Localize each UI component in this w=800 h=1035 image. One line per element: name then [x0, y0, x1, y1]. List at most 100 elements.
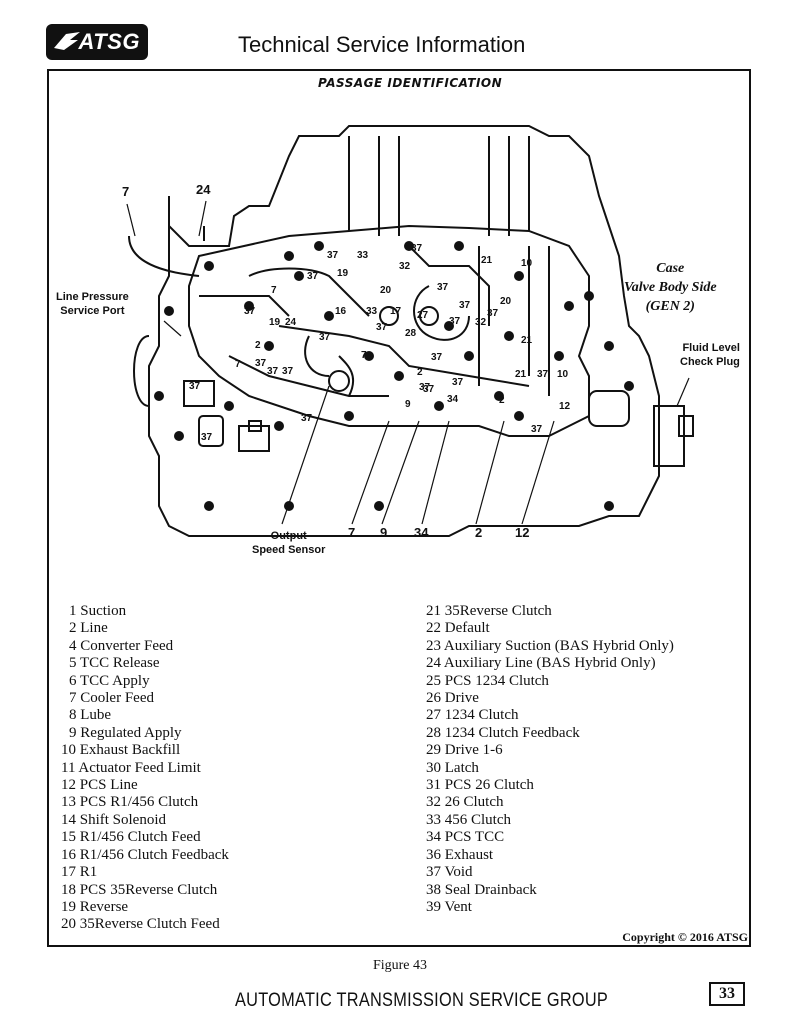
callout-number: 7: [122, 184, 130, 199]
passage-legend-left: 1 Suction 2 Line 4 Converter Feed 5 TCC …: [61, 603, 229, 934]
legend-item: 20 35Reverse Clutch Feed: [61, 916, 220, 933]
passage-label: 37: [189, 381, 201, 392]
passage-label: 37: [301, 413, 313, 424]
legend-item: 37 Void: [426, 864, 473, 881]
passage-label: 34: [447, 394, 459, 405]
legend-item: 17 R1: [61, 864, 98, 881]
legend-item: 24 Auxiliary Line (BAS Hybrid Only): [426, 655, 656, 672]
passage-label: 37: [267, 366, 279, 377]
passage-label: 21: [515, 369, 527, 380]
passage-label: 33: [357, 250, 369, 261]
passage-label: 37: [449, 316, 461, 327]
callout-number: 2: [475, 525, 483, 540]
legend-item: 4 Converter Feed: [69, 637, 174, 654]
copyright-notice: Copyright © 2016 ATSG: [622, 930, 748, 944]
passage-label: 24: [285, 317, 297, 328]
eagle-icon: [54, 32, 80, 50]
callout-number: 7: [348, 525, 356, 540]
legend-item: 34 PCS TCC: [426, 829, 505, 846]
legend-item: 36 Exhaust: [426, 846, 494, 863]
passage-label: 17: [390, 306, 402, 317]
legend-item: 9 Regulated Apply: [69, 724, 182, 741]
legend-item: 38 Seal Drainback: [426, 881, 537, 898]
legend-item: 29 Drive 1-6: [426, 742, 503, 759]
legend-item: 22 Default: [426, 620, 490, 637]
passage-label: 21: [481, 255, 493, 266]
passage-label: 37: [459, 300, 471, 311]
legend-item: 25 PCS 1234 Clutch: [426, 672, 549, 689]
legend-item: 10 Exhaust Backfill: [61, 742, 181, 759]
callout-number: 24: [196, 182, 211, 197]
passage-label: 21: [521, 335, 533, 346]
page-header-title: Technical Service Information: [238, 32, 526, 57]
legend-item: 5 TCC Release: [69, 655, 160, 672]
fluid-level-plug-label: Fluid Level Check Plug: [680, 342, 740, 368]
legend-item: 2 Line: [69, 620, 108, 637]
callout-number: 12: [515, 525, 530, 540]
legend-item: 21 35Reverse Clutch: [426, 603, 552, 619]
legend-item: 12 PCS Line: [61, 777, 138, 794]
passage-label: 7: [271, 285, 277, 296]
passage-label: 7: [361, 350, 367, 361]
case-side-label: Case Valve Body Side (GEN 2): [624, 261, 717, 314]
content-frame: [47, 69, 751, 947]
legend-item: 8 Lube: [69, 707, 112, 724]
passage-label: 20: [500, 296, 512, 307]
legend-item: 11 Actuator Feed Limit: [61, 759, 201, 776]
legend-item: 27 1234 Clutch: [426, 707, 519, 724]
passage-label: 19: [269, 317, 281, 328]
passage-label: 37: [201, 432, 213, 443]
page-number: 33: [709, 982, 745, 1006]
passage-label: 37: [452, 377, 464, 388]
passage-label: 37: [437, 282, 449, 293]
passage-label: 33: [366, 306, 378, 317]
footer-title: AUTOMATIC TRANSMISSION SERVICE GROUP: [235, 990, 609, 1011]
passage-label: 2: [255, 340, 261, 351]
legend-item: 14 Shift Solenoid: [61, 811, 167, 828]
passage-label: 27: [417, 310, 429, 321]
passage-label: 37: [423, 384, 435, 395]
passage-label: 37: [282, 366, 294, 377]
callout-number: 34: [414, 525, 429, 540]
line-pressure-port-label: Line Pressure Service Port: [56, 291, 129, 317]
legend-item: 26 Drive: [426, 690, 479, 707]
passage-label: 2: [499, 395, 505, 406]
passage-label: 19: [337, 268, 349, 279]
diagram-title: PASSAGE IDENTIFICATION: [318, 76, 503, 90]
passage-label: 37: [327, 250, 339, 261]
atsg-logo: ATSG: [46, 24, 148, 60]
passage-label: 10: [557, 369, 569, 380]
passage-label: 37: [255, 358, 267, 369]
output-speed-sensor-label: Output Speed Sensor: [252, 530, 326, 556]
passage-label: 37: [376, 322, 388, 333]
legend-item: 30 Latch: [426, 759, 479, 776]
passage-label: 9: [405, 399, 411, 410]
passage-label: 7: [235, 359, 241, 370]
passage-label: 12: [559, 401, 571, 412]
passage-label: 32: [475, 317, 487, 328]
passage-label: 37: [319, 332, 331, 343]
passage-label: 37: [531, 424, 543, 435]
passage-label: 32: [399, 261, 411, 272]
passage-label: 37: [307, 271, 319, 282]
passage-label: 2: [417, 367, 423, 378]
legend-item: 28 1234 Clutch Feedback: [426, 724, 580, 741]
legend-item: 7 Cooler Feed: [69, 690, 154, 707]
callout-number: 9: [380, 525, 388, 540]
passage-label: 10: [521, 258, 533, 269]
passage-label: 37: [431, 352, 443, 363]
legend-item: 1 Suction: [69, 603, 127, 619]
logo-text: ATSG: [78, 29, 140, 54]
legend-item: 39 Vent: [426, 898, 472, 915]
legend-item: 31 PCS 26 Clutch: [426, 777, 534, 794]
passage-label: 20: [380, 285, 392, 296]
legend-item: 18 PCS 35Reverse Clutch: [61, 881, 218, 898]
legend-item: 32 26 Clutch: [426, 794, 504, 811]
passage-legend-right: 21 35Reverse Clutch 22 Default 23 Auxili…: [426, 603, 674, 916]
legend-item: 33 456 Clutch: [426, 811, 511, 828]
passage-label: 37: [419, 382, 431, 393]
legend-item: 16 R1/456 Clutch Feedback: [61, 846, 229, 863]
legend-item: 13 PCS R1/456 Clutch: [61, 794, 199, 811]
passage-label: 28: [405, 328, 417, 339]
passage-label: 37: [487, 308, 499, 319]
